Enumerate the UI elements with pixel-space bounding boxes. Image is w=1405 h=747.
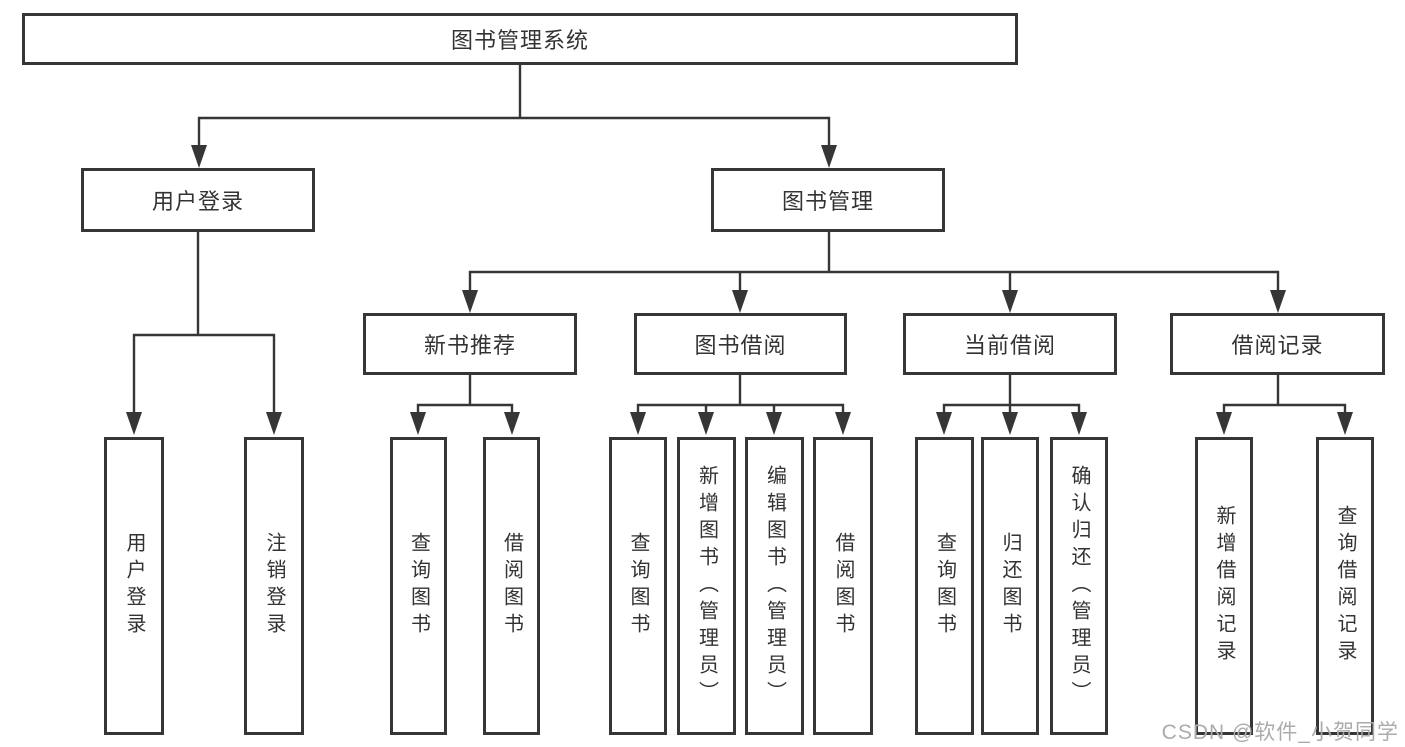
node-label: 查询图书 — [627, 532, 649, 640]
csdn-watermark: CSDN @软件_小贺同学 — [1161, 721, 1399, 744]
node-user-login-leaf: 用户登录 — [104, 437, 164, 735]
node-label: 编辑图书（管理员） — [763, 464, 786, 708]
node-label: 新增借阅记录 — [1213, 505, 1235, 667]
node-borrow-books: 借阅图书 — [483, 437, 540, 735]
node-library-management-system: 图书管理系统 — [22, 13, 1018, 65]
node-book-management: 图书管理 — [711, 168, 945, 232]
node-query-borrow-record: 查询借阅记录 — [1316, 437, 1374, 735]
node-new-book-recommend: 新书推荐 — [363, 313, 577, 375]
node-label: 图书管理 — [781, 189, 874, 214]
node-label: 当前借阅 — [963, 333, 1056, 358]
node-borrow-books: 借阅图书 — [813, 437, 873, 735]
node-label: 用户登录 — [123, 532, 145, 640]
node-label: 查询图书 — [933, 532, 956, 640]
node-label: 借阅图书 — [832, 532, 854, 640]
node-query-books: 查询图书 — [609, 437, 667, 735]
node-label: 图书管理系统 — [450, 28, 589, 53]
node-query-books: 查询图书 — [915, 437, 974, 735]
node-book-borrow: 图书借阅 — [634, 313, 847, 375]
node-label: 查询图书 — [407, 532, 430, 640]
node-current-borrow: 当前借阅 — [903, 313, 1117, 375]
node-label: 借阅记录 — [1231, 333, 1324, 358]
node-label: 注销登录 — [263, 532, 285, 640]
arrowheads — [126, 145, 1353, 435]
node-label: 确认归还（管理员） — [1068, 464, 1090, 708]
node-user-login: 用户登录 — [81, 168, 315, 232]
node-confirm-return-admin: 确认归还（管理员） — [1050, 437, 1108, 735]
node-add-book-admin: 新增图书（管理员） — [677, 437, 736, 735]
node-label: 归还图书 — [999, 532, 1021, 640]
node-label: 新书推荐 — [423, 333, 516, 358]
node-label: 用户登录 — [151, 189, 244, 214]
node-label: 借阅图书 — [500, 532, 523, 640]
node-label: 查询借阅记录 — [1334, 505, 1356, 667]
node-edit-book-admin: 编辑图书（管理员） — [745, 437, 804, 735]
node-add-borrow-record: 新增借阅记录 — [1195, 437, 1253, 735]
node-logout: 注销登录 — [244, 437, 304, 735]
node-query-books: 查询图书 — [390, 437, 447, 735]
node-borrow-records: 借阅记录 — [1170, 313, 1385, 375]
node-return-books: 归还图书 — [981, 437, 1039, 735]
node-label: 图书借阅 — [694, 333, 787, 358]
node-label: 新增图书（管理员） — [695, 464, 718, 708]
